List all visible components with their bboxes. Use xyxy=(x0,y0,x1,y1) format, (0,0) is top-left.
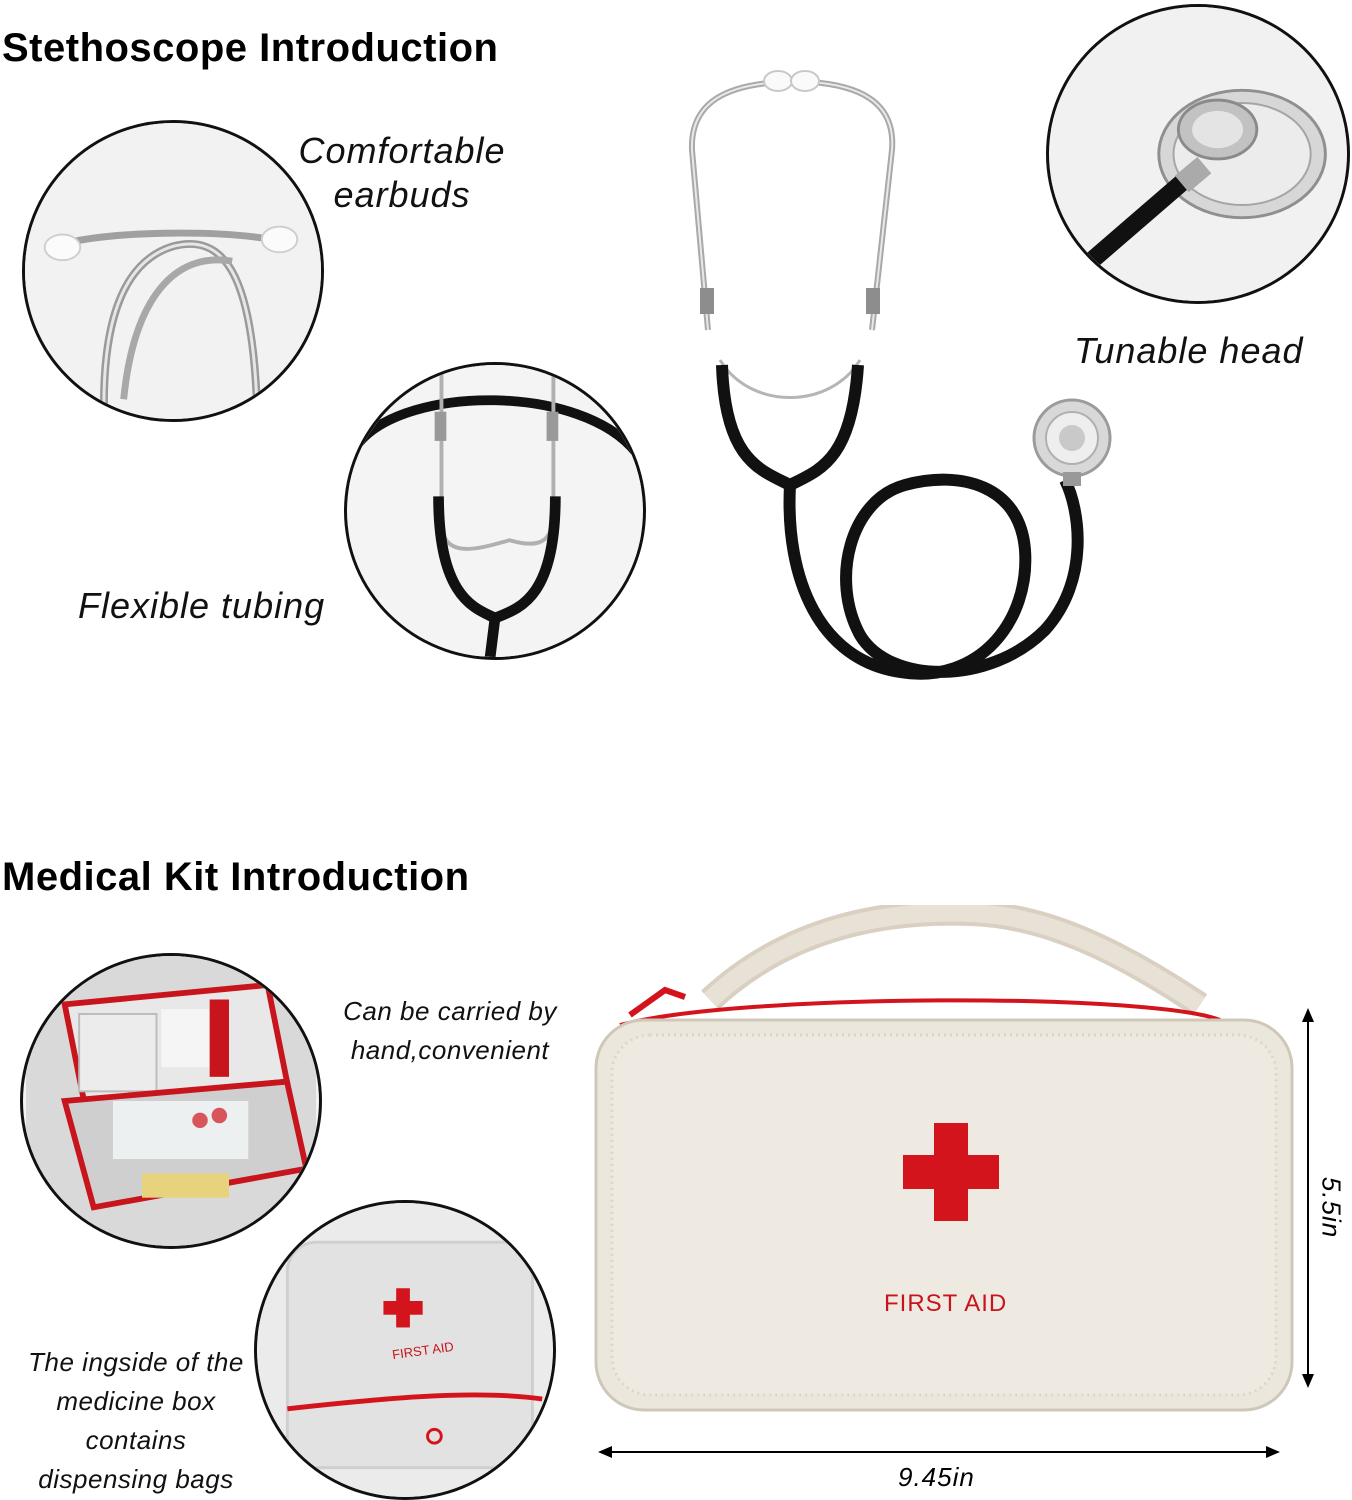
height-label: 5.5in xyxy=(1316,1176,1347,1239)
earbuds-detail-image xyxy=(22,120,324,422)
earbuds-caption-line-2: earbuds xyxy=(333,174,471,215)
medical-kit-section-title: Medical Kit Introduction xyxy=(2,855,470,899)
first-aid-label: FIRST AID xyxy=(884,1290,1008,1317)
width-label: 9.45in xyxy=(898,1462,975,1492)
inside-caption: The ingside of the medicine box contains… xyxy=(2,1343,270,1499)
stethoscope-main-image xyxy=(660,60,1130,690)
tubing-detail-image xyxy=(344,362,646,660)
carry-caption-line-1: Can be carried by xyxy=(343,996,557,1026)
stethoscope-section-title: Stethoscope Introduction xyxy=(2,26,499,70)
chestpiece-detail-image xyxy=(1046,4,1350,304)
closed-kit-detail-image: FIRST AID xyxy=(254,1200,556,1500)
height-dimension-arrow xyxy=(1296,1008,1320,1388)
tubing-caption: Flexible tubing xyxy=(78,585,326,626)
carry-caption: Can be carried by hand,convenient xyxy=(322,996,578,1066)
first-aid-bag-image: FIRST AID xyxy=(590,905,1300,1415)
carry-caption-line-2: hand,convenient xyxy=(350,1035,550,1065)
inside-caption-line-2: medicine box xyxy=(56,1386,216,1416)
width-dimension-arrow xyxy=(598,1440,1280,1464)
earbuds-caption: Comfortable earbuds xyxy=(272,130,532,216)
earbuds-caption-line-1: Comfortable xyxy=(298,130,506,171)
inside-caption-line-1: The ingside of the xyxy=(28,1347,244,1377)
inside-caption-line-3: contains xyxy=(85,1425,187,1455)
chestpiece-caption: Tunable head xyxy=(1074,330,1304,371)
inside-caption-line-4: dispensing bags xyxy=(38,1464,234,1494)
open-kit-detail-image xyxy=(20,953,322,1249)
